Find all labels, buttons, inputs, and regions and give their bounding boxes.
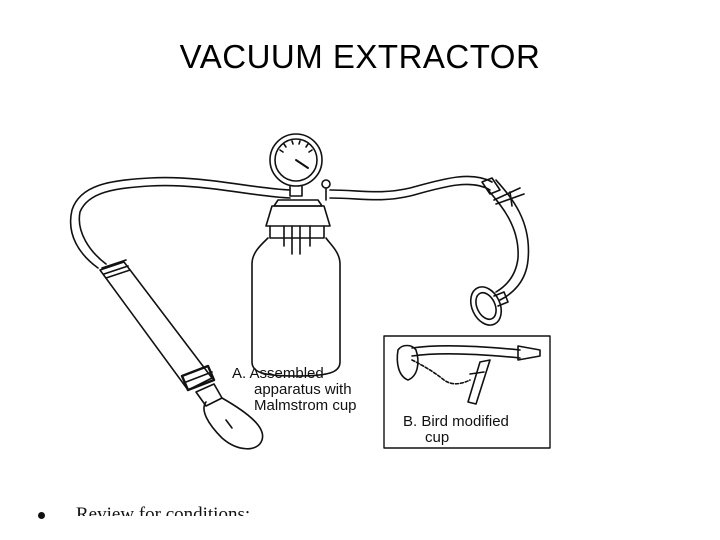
caption-b-line2: cup	[425, 429, 450, 446]
bullet-marker	[38, 512, 45, 519]
caption-b-line1: B. Bird modified	[403, 413, 509, 430]
bullet-text: Review for conditions:	[76, 504, 251, 516]
caption-assembled-apparatus: A. Assembled apparatus with Malmstrom cu…	[232, 366, 357, 414]
pressure-gauge	[269, 133, 323, 197]
hand-pump	[99, 259, 264, 450]
bird-modified-cup	[396, 344, 541, 405]
caption-a-line1: A. Assembled	[232, 365, 324, 382]
slide-title: VACUUM EXTRACTOR	[179, 38, 541, 75]
tubing-left	[69, 176, 291, 269]
release-valve	[321, 179, 331, 201]
bottle-stopper	[265, 199, 331, 255]
malmstrom-cup	[469, 286, 509, 326]
inset-frame	[383, 335, 551, 449]
caption-bird-cup: B. Bird modified cup	[403, 414, 509, 446]
tubing-right	[329, 175, 530, 301]
collection-bottle	[251, 237, 341, 377]
caption-a-line2: apparatus with	[254, 381, 352, 398]
caption-a-line3: Malmstrom cup	[254, 397, 357, 414]
